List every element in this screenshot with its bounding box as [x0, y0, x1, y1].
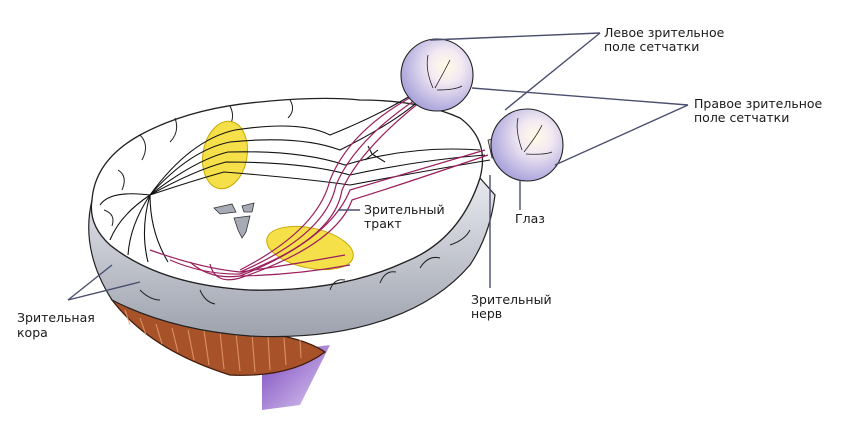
brain-section [90, 97, 484, 291]
leader-lines [67, 32, 689, 301]
optic-tract-label-line2: тракт [364, 216, 402, 231]
left-eyeball [400, 38, 474, 112]
ventricles [213, 202, 255, 239]
retina-vessels [426, 54, 553, 155]
optic-nerve-label-line2: нерв [471, 306, 503, 321]
brain-sulci [103, 99, 471, 305]
right-field-label-line2: поле сетчатки [694, 110, 790, 125]
left-field-label-line2: поле сетчатки [604, 39, 700, 54]
optic-tract-label-line1: Зрительный [364, 202, 445, 217]
right-field-label-line1: Правое зрительное [694, 96, 823, 111]
cerebellum-folia [124, 309, 302, 373]
visual-cortex-label-line2: кора [17, 325, 48, 340]
optic-nerve-label-line1: Зрительный [471, 292, 552, 307]
eye-label: Глаз [515, 211, 545, 226]
visual-cortex-label-line1: Зрительная [17, 310, 95, 325]
optic-radiation-fibers [99, 89, 491, 263]
right-eyeball [490, 108, 564, 182]
optic-tract-fibers [149, 94, 489, 281]
left-field-label-line1: Левое зрительное [604, 25, 725, 40]
